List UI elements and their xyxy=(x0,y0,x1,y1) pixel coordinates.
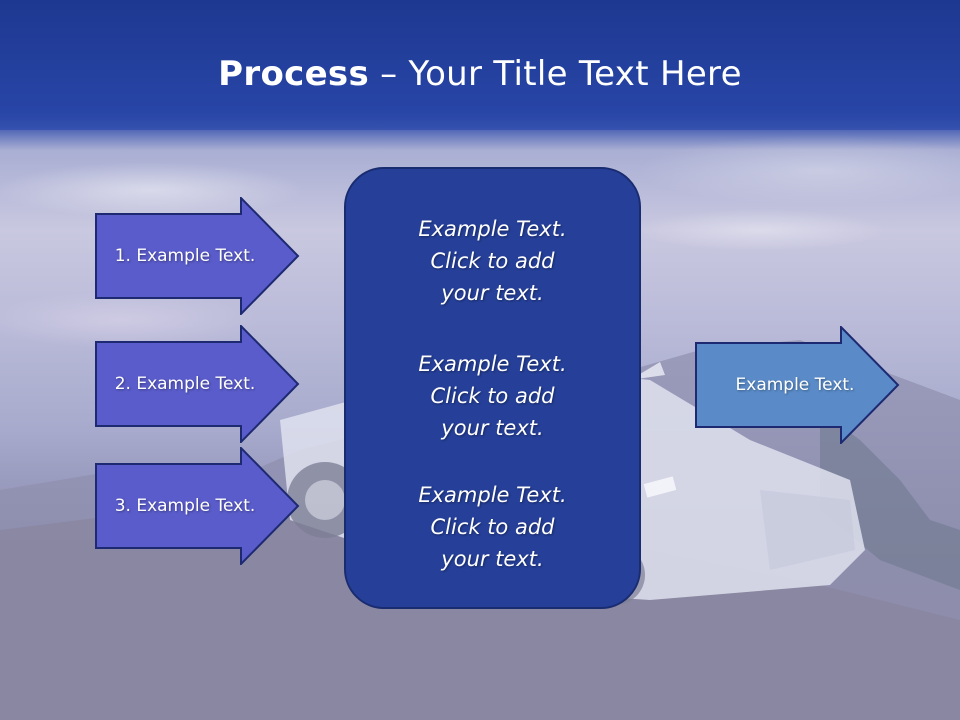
arrow-shape-icon xyxy=(95,197,300,315)
text-line: your text. xyxy=(441,416,544,440)
process-step-arrow-1[interactable]: 1. Example Text. xyxy=(95,197,300,315)
text-line: Click to add xyxy=(430,384,555,408)
center-text-block-3[interactable]: Example Text. Click to add your text. xyxy=(346,479,639,575)
step-label: 1. Example Text. xyxy=(114,246,256,266)
text-line: Example Text. xyxy=(418,352,567,376)
text-line: your text. xyxy=(441,281,544,305)
arrow-shape-icon xyxy=(95,447,300,565)
process-step-arrow-2[interactable]: 2. Example Text. xyxy=(95,325,300,443)
title-rest: – Your Title Text Here xyxy=(369,54,742,94)
text-line: Example Text. xyxy=(418,483,567,507)
page-title[interactable]: Process – Your Title Text Here xyxy=(0,54,960,94)
center-text-block-1[interactable]: Example Text. Click to add your text. xyxy=(346,213,639,309)
center-process-box[interactable]: Example Text. Click to add your text. Ex… xyxy=(344,167,641,609)
process-result-arrow[interactable]: Example Text. xyxy=(695,326,900,444)
title-bar xyxy=(0,0,960,130)
step-label: 3. Example Text. xyxy=(114,496,256,516)
center-text-block-2[interactable]: Example Text. Click to add your text. xyxy=(346,348,639,444)
text-line: Example Text. xyxy=(418,217,567,241)
title-bold: Process xyxy=(218,54,370,94)
text-line: Click to add xyxy=(430,249,555,273)
result-label: Example Text. xyxy=(735,375,855,395)
step-label: 2. Example Text. xyxy=(114,374,256,394)
text-line: your text. xyxy=(441,547,544,571)
text-line: Click to add xyxy=(430,515,555,539)
arrow-shape-icon xyxy=(695,326,900,444)
process-step-arrow-3[interactable]: 3. Example Text. xyxy=(95,447,300,565)
arrow-shape-icon xyxy=(95,325,300,443)
